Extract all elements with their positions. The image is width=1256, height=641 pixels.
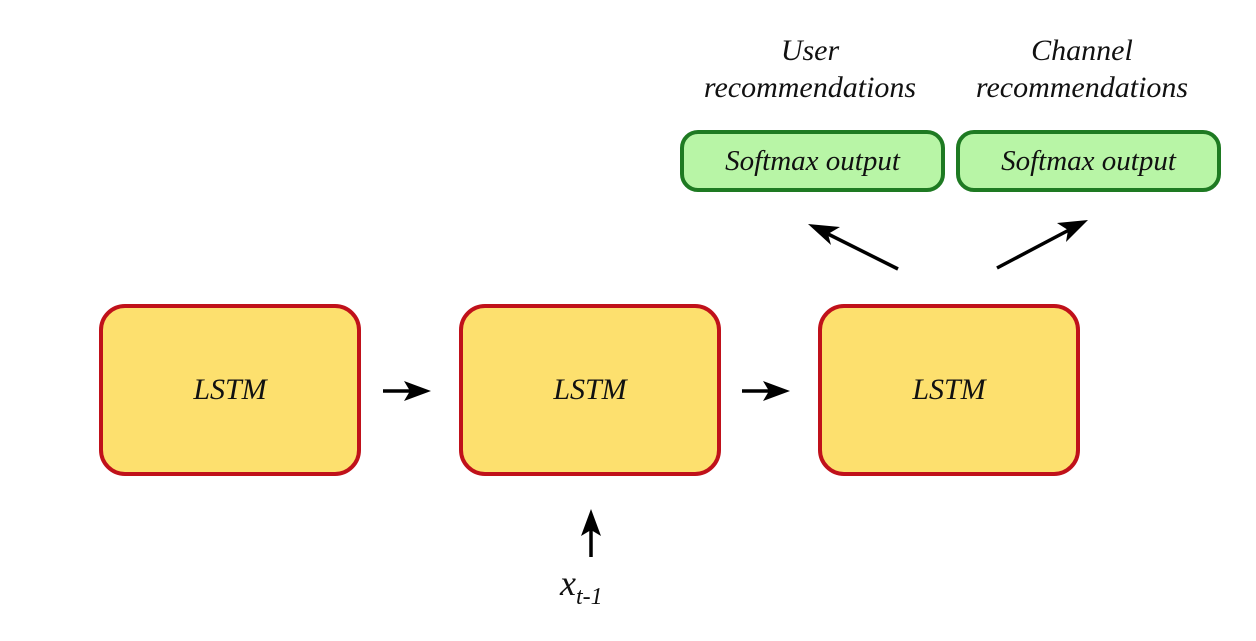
user-recommendations-label: User recommendations (675, 32, 945, 106)
user-recommendations-line1: User (780, 34, 840, 67)
input-label: xt-1 (560, 562, 603, 611)
lstm-cell-3: LSTM (818, 304, 1080, 476)
lstm-cell-3-label: LSTM (912, 373, 986, 406)
channel-softmax-output-box: Softmax output (956, 130, 1221, 192)
lstm-cell-1: LSTM (99, 304, 361, 476)
input-symbol: x (560, 563, 576, 603)
arrow-lstm1-to-lstm2 (383, 381, 431, 401)
channel-recommendations-line1: Channel (1031, 34, 1133, 67)
arrow-lstm3-to-channel-output (996, 220, 1088, 270)
channel-softmax-output-label: Softmax output (1001, 144, 1176, 177)
input-subscript: t-1 (575, 584, 603, 610)
arrow-lstm3-to-user-output (808, 224, 899, 271)
arrow-input-to-lstm2 (581, 509, 601, 557)
user-recommendations-line2: recommendations (703, 71, 917, 104)
lstm-cell-1-label: LSTM (193, 373, 267, 406)
arrow-lstm2-to-lstm3 (742, 381, 790, 401)
lstm-cell-2: LSTM (459, 304, 721, 476)
channel-recommendations-line2: recommendations (975, 71, 1189, 104)
channel-recommendations-label: Channel recommendations (947, 32, 1217, 106)
user-softmax-output-box: Softmax output (680, 130, 945, 192)
user-softmax-output-label: Softmax output (725, 144, 900, 177)
lstm-cell-2-label: LSTM (553, 373, 627, 406)
